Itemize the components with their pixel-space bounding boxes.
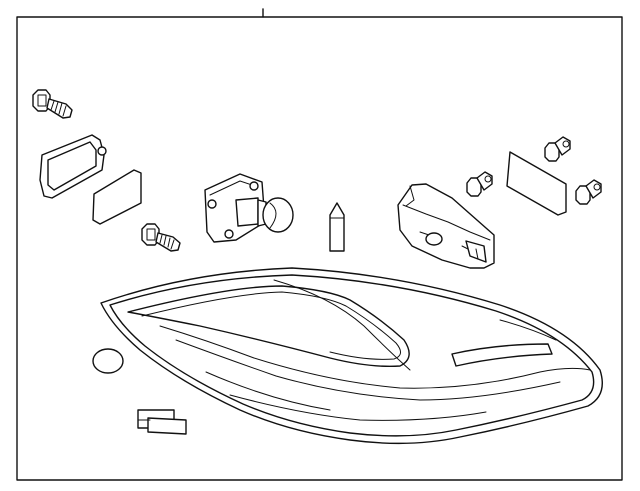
bracket-icon (397, 183, 495, 269)
nut-center-icon (466, 171, 493, 197)
label-icon (137, 409, 187, 435)
pad-icon (92, 169, 142, 225)
screw-upper-left-icon (32, 89, 73, 119)
plug-icon (92, 348, 124, 374)
screw-lower-left-icon (141, 223, 181, 252)
gasket-icon (39, 134, 107, 199)
nut-upper-right-icon (544, 136, 571, 162)
socket-icon (204, 173, 266, 243)
nut-right-icon (575, 179, 602, 205)
wedge-bulb-icon (329, 202, 345, 252)
pad-right-icon (506, 151, 567, 216)
bulb-icon (257, 197, 294, 233)
tail-lamp-icon (100, 267, 603, 445)
diagram-frame (16, 16, 623, 481)
